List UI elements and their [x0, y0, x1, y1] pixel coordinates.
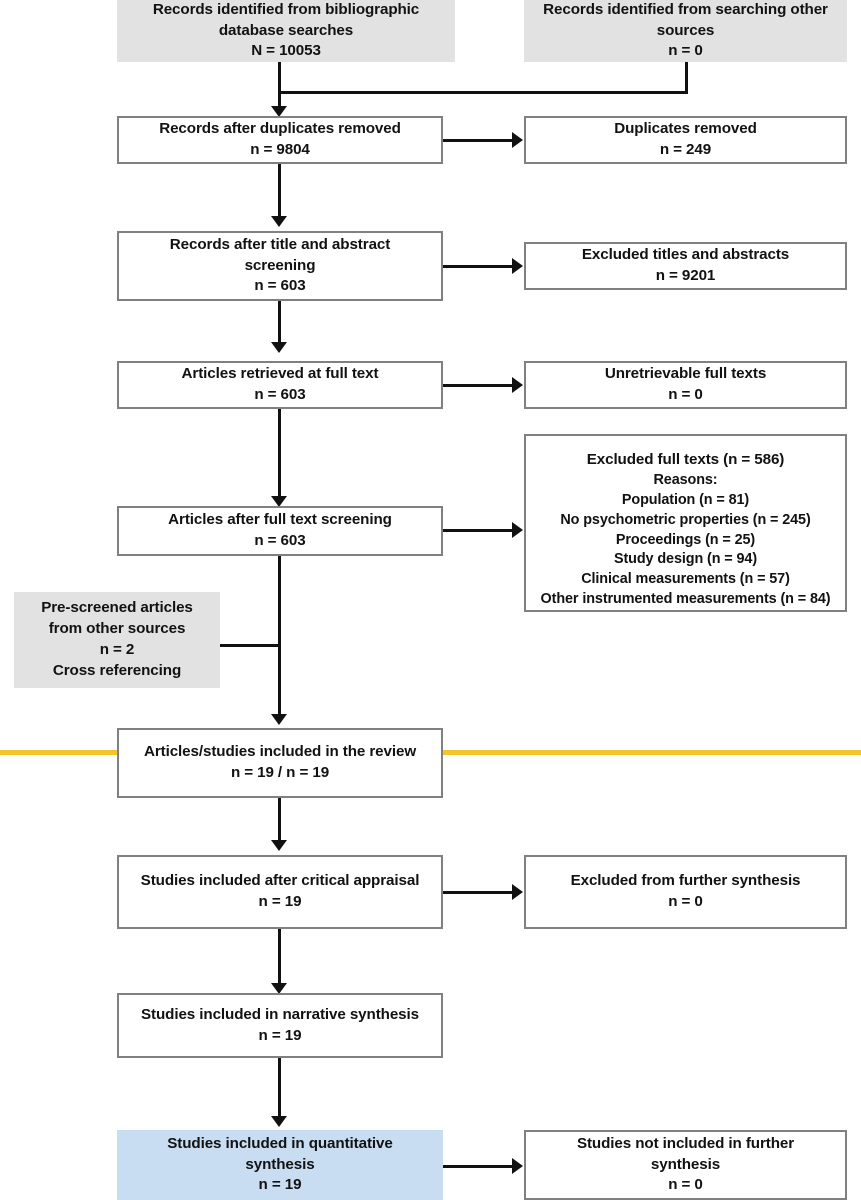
node-after-title-abstract-line-0: Records after title and abstract	[169, 235, 391, 253]
node-included-in-review: Articles/studies included in the review …	[117, 728, 443, 798]
connector-retrieved-right	[443, 384, 513, 387]
node-excluded-further-synthesis-line-0: Excluded from further synthesis	[570, 872, 801, 890]
node-narrative-synthesis: Studies included in narrative synthesis …	[117, 993, 443, 1058]
connector-merge-to-duplicates	[278, 91, 281, 111]
node-pre-screened-line-1: from other sources	[48, 620, 186, 638]
connector-duplicates-right	[443, 139, 513, 142]
arrow-title-abstract-right	[512, 258, 523, 274]
node-excluded-full-texts-reason-proceedings: Proceedings (n = 25)	[615, 531, 756, 548]
arrow-retrieved-right	[512, 377, 523, 393]
node-retrieved-full-text: Articles retrieved at full text n = 603	[117, 361, 443, 409]
arrow-full-text-right	[512, 522, 523, 538]
node-pre-screened-line-3: Cross referencing	[52, 661, 182, 679]
connector-title-abstract-down	[278, 301, 281, 346]
connector-pre-screened-join	[220, 644, 280, 647]
node-records-database-line-2: N = 10053	[251, 42, 321, 60]
node-retrieved-full-text-line-1: n = 603	[254, 386, 306, 403]
node-retrieved-full-text-line-0: Articles retrieved at full text	[181, 365, 379, 383]
node-excluded-titles-abstracts-line-0: Excluded titles and abstracts	[581, 246, 790, 264]
connector-source-merge	[278, 91, 688, 94]
node-after-full-text-screening-line-1: n = 603	[254, 532, 306, 549]
node-records-database-line-0: Records identified from bibliographic	[152, 0, 420, 18]
node-excluded-full-texts-heading: Excluded full texts (n = 586)	[586, 451, 785, 468]
node-excluded-titles-abstracts-line-1: n = 9201	[655, 267, 716, 284]
node-quantitative-synthesis: Studies included in quantitative synthes…	[117, 1130, 443, 1200]
arrow-appraisal-down	[271, 983, 287, 994]
node-excluded-full-texts-reasons-label: Reasons:	[653, 471, 718, 488]
connector-full-text-to-review	[278, 556, 281, 718]
connector-narrative-down	[278, 1058, 281, 1120]
node-quantitative-synthesis-line-1: synthesis	[245, 1155, 315, 1173]
node-after-full-text-screening: Articles after full text screening n = 6…	[117, 506, 443, 556]
node-not-included-further-synthesis-line-0: Studies not included in further	[576, 1134, 795, 1152]
node-pre-screened-line-2: n = 2	[99, 641, 135, 658]
arrow-retrieved-down	[271, 496, 287, 507]
arrow-review-down	[271, 840, 287, 851]
node-records-other-sources-line-2: n = 0	[668, 42, 703, 60]
node-included-in-review-line-1: n = 19 / n = 19	[230, 764, 330, 781]
arrow-title-abstract-down	[271, 342, 287, 353]
node-records-database: Records identified from bibliographic da…	[117, 0, 455, 62]
node-after-duplicates-line-1: n = 9804	[250, 141, 310, 158]
node-narrative-synthesis-line-1: n = 19	[258, 1026, 302, 1044]
node-included-in-review-line-0: Articles/studies included in the review	[143, 743, 417, 761]
connector-appraisal-right	[443, 891, 513, 894]
node-records-database-line-1: database searches	[218, 21, 354, 39]
arrow-duplicates-right	[512, 132, 523, 148]
connector-review-down	[278, 798, 281, 844]
connector-appraisal-down	[278, 929, 281, 987]
node-excluded-full-texts-reason-no-psychometric: No psychometric properties (n = 245)	[560, 511, 811, 528]
arrow-appraisal-right	[512, 884, 523, 900]
node-unretrievable-full-texts-line-0: Unretrievable full texts	[604, 365, 767, 383]
node-unretrievable-full-texts: Unretrievable full texts n = 0	[524, 361, 847, 409]
node-duplicates-removed-line-0: Duplicates removed	[614, 120, 757, 138]
node-not-included-further-synthesis-line-1: synthesis	[650, 1155, 721, 1173]
node-after-critical-appraisal-line-0: Studies included after critical appraisa…	[140, 872, 420, 890]
connector-source-left-drop	[278, 62, 281, 94]
node-excluded-full-texts: Excluded full texts (n = 586) Reasons: P…	[524, 434, 847, 612]
node-excluded-further-synthesis: Excluded from further synthesis n = 0	[524, 855, 847, 929]
node-not-included-further-synthesis: Studies not included in further synthesi…	[524, 1130, 847, 1200]
node-after-title-abstract: Records after title and abstract screeni…	[117, 231, 443, 301]
connector-source-right-drop	[685, 62, 688, 94]
node-excluded-titles-abstracts: Excluded titles and abstracts n = 9201	[524, 242, 847, 290]
node-unretrievable-full-texts-line-1: n = 0	[668, 386, 703, 403]
arrow-duplicates-down	[271, 216, 287, 227]
node-records-other-sources-line-0: Records identified from searching other	[543, 0, 828, 18]
connector-full-text-right	[443, 529, 513, 532]
node-pre-screened-line-0: Pre-screened articles	[41, 599, 193, 617]
node-after-full-text-screening-line-0: Articles after full text screening	[168, 511, 392, 529]
arrow-full-text-to-review	[271, 714, 287, 725]
node-excluded-full-texts-reason-other-instrumented: Other instrumented measurements (n = 84)	[540, 591, 831, 608]
arrow-quantitative-right	[512, 1158, 523, 1174]
arrow-narrative-down	[271, 1116, 287, 1127]
node-quantitative-synthesis-line-2: n = 19	[258, 1176, 302, 1194]
node-quantitative-synthesis-line-0: Studies included in quantitative	[167, 1134, 393, 1152]
node-after-title-abstract-line-2: n = 603	[254, 277, 306, 295]
node-after-critical-appraisal-line-1: n = 19	[258, 893, 302, 910]
node-pre-screened-other-sources: Pre-screened articles from other sources…	[14, 592, 220, 688]
node-excluded-full-texts-reason-study-design: Study design (n = 94)	[613, 551, 758, 568]
connector-retrieved-down	[278, 409, 281, 500]
connector-duplicates-down	[278, 164, 281, 220]
connector-title-abstract-right	[443, 265, 513, 268]
node-excluded-full-texts-reason-clinical: Clinical measurements (n = 57)	[581, 571, 790, 588]
node-duplicates-removed-line-1: n = 249	[659, 141, 712, 158]
node-records-other-sources: Records identified from searching other …	[524, 0, 847, 62]
node-duplicates-removed: Duplicates removed n = 249	[524, 116, 847, 164]
node-narrative-synthesis-line-0: Studies included in narrative synthesis	[141, 1005, 419, 1023]
node-excluded-further-synthesis-line-1: n = 0	[668, 893, 703, 910]
node-after-critical-appraisal: Studies included after critical appraisa…	[117, 855, 443, 929]
connector-quantitative-right	[443, 1165, 513, 1168]
node-after-title-abstract-line-1: screening	[244, 256, 316, 274]
node-after-duplicates: Records after duplicates removed n = 980…	[117, 116, 443, 164]
node-records-other-sources-line-1: sources	[656, 21, 715, 39]
node-not-included-further-synthesis-line-2: n = 0	[668, 1176, 703, 1194]
arrow-merge-to-duplicates	[271, 106, 287, 117]
node-after-duplicates-line-0: Records after duplicates removed	[159, 120, 401, 138]
node-excluded-full-texts-reason-population: Population (n = 81)	[621, 491, 750, 508]
